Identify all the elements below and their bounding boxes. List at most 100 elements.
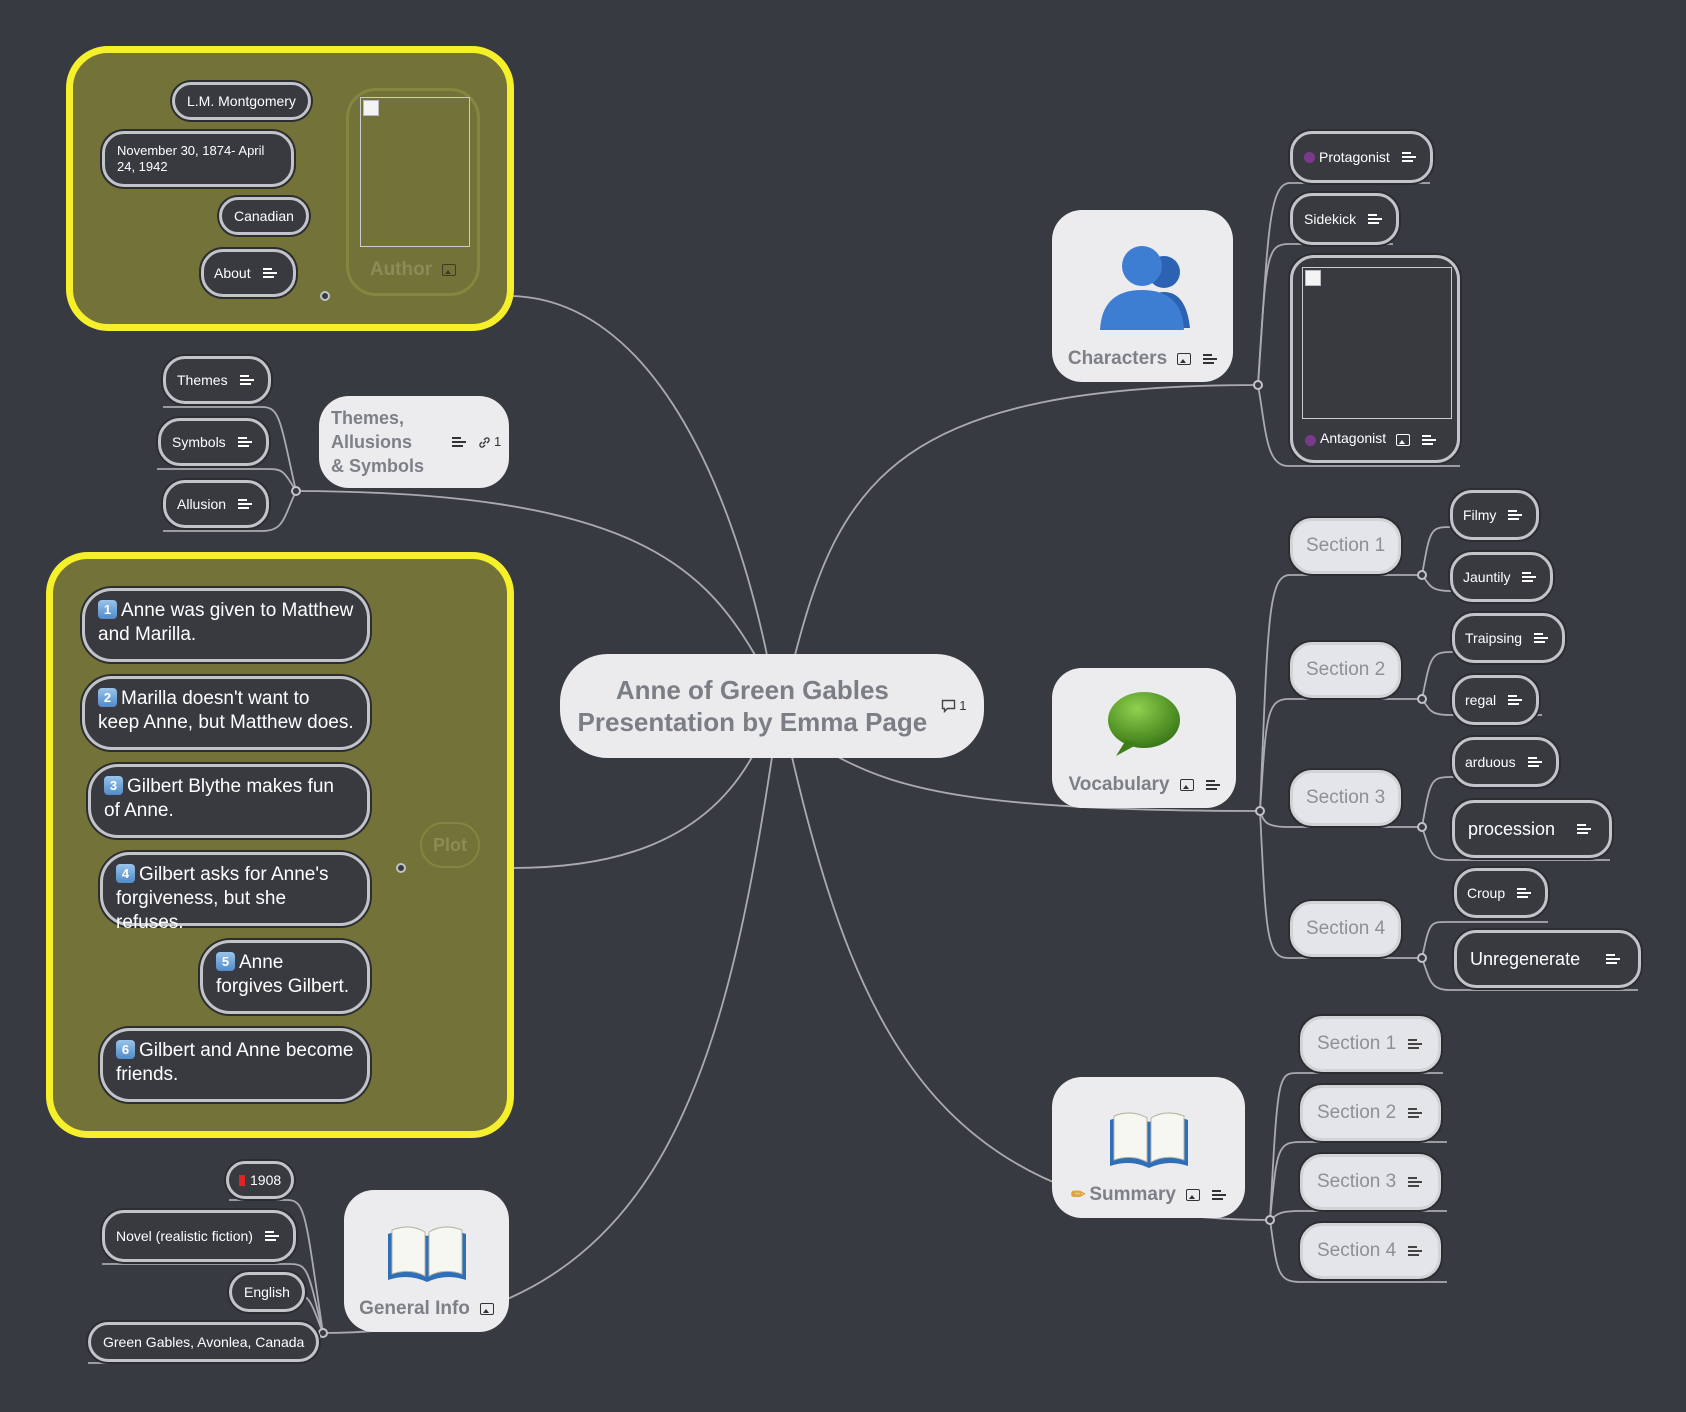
general-info-label: General Info [359, 1298, 470, 1319]
notes-icon[interactable] [1205, 779, 1220, 791]
sidekick[interactable]: Sidekick [1290, 193, 1400, 245]
notes-icon[interactable] [1508, 694, 1523, 706]
notes-icon[interactable] [237, 436, 252, 448]
image-icon[interactable] [1396, 434, 1411, 446]
antagonist[interactable]: Antagonist [1290, 255, 1460, 463]
notes-icon[interactable] [239, 374, 254, 386]
image-icon[interactable] [442, 264, 457, 276]
notes-icon[interactable] [1534, 632, 1549, 644]
vocab-word-unregenerate[interactable]: Unregenerate [1454, 930, 1642, 988]
notes-icon[interactable] [452, 436, 467, 448]
author-nationality[interactable]: Canadian [219, 197, 309, 235]
protagonist[interactable]: Protagonist [1290, 131, 1433, 183]
notes-icon[interactable] [238, 498, 253, 510]
vocab-section-1[interactable]: Section 1 [1290, 518, 1402, 574]
vocab-word-filmy[interactable]: Filmy [1450, 490, 1540, 540]
vocab-word-procession[interactable]: procession [1452, 800, 1613, 858]
language[interactable]: English [229, 1272, 305, 1312]
author-topic[interactable]: Author [346, 88, 480, 296]
protagonist-text: Protagonist [1319, 149, 1390, 165]
vocabulary-topic[interactable]: Vocabulary [1052, 668, 1236, 808]
image-icon[interactable] [1179, 779, 1194, 791]
publication-year[interactable]: 1908 [226, 1161, 295, 1199]
author-name[interactable]: L.M. Montgomery [172, 82, 311, 120]
notes-icon[interactable] [1408, 1176, 1423, 1188]
plot-connector[interactable] [396, 863, 406, 873]
link-icon[interactable]: 1 [478, 430, 501, 454]
themes-item[interactable]: Themes [163, 356, 271, 404]
notes-icon[interactable] [1577, 823, 1592, 835]
notes-icon[interactable] [1522, 571, 1537, 583]
notes-icon[interactable] [1408, 1038, 1423, 1050]
plot-event-text: Gilbert and Anne become friends. [116, 1040, 354, 1085]
characters-connector[interactable] [1253, 380, 1263, 390]
general-info-topic[interactable]: General Info [344, 1190, 509, 1332]
vocab-section-4[interactable]: Section 4 [1290, 901, 1402, 957]
vocab-section3-connector[interactable] [1417, 822, 1427, 832]
open-book-icon [387, 1226, 466, 1282]
symbols-item[interactable]: Symbols [158, 418, 269, 466]
notes-icon[interactable] [1368, 213, 1383, 225]
author-label: Author [369, 259, 433, 280]
vocab-section4-connector[interactable] [1417, 953, 1427, 963]
author-dates[interactable]: November 30, 1874- April 24, 1942 [102, 131, 294, 187]
vocab-word-regal[interactable]: regal [1452, 675, 1540, 725]
notes-icon[interactable] [1508, 509, 1523, 521]
summary-section-1[interactable]: Section 1 [1300, 1016, 1442, 1072]
vocab-word-text: Jauntily [1463, 569, 1511, 585]
notes-icon[interactable] [1408, 1107, 1423, 1119]
summary-section-2[interactable]: Section 2 [1300, 1085, 1442, 1141]
allusion-item[interactable]: Allusion [163, 480, 270, 528]
comment-icon[interactable]: 1 [941, 690, 966, 722]
author-dates-text: November 30, 1874- April 24, 1942 [117, 143, 265, 174]
notes-icon[interactable] [1606, 953, 1621, 965]
vocab-word-arduous[interactable]: arduous [1452, 737, 1559, 787]
notes-icon[interactable] [1527, 756, 1542, 768]
speech-bubble-icon [1108, 692, 1180, 756]
setting[interactable]: Green Gables, Avonlea, Canada [88, 1322, 320, 1362]
general-info-connector[interactable] [318, 1328, 328, 1338]
summary-topic[interactable]: ✏ Summary [1052, 1077, 1245, 1218]
vocab-word-jauntily[interactable]: Jauntily [1450, 552, 1554, 602]
plot-event-text: Gilbert asks for Anne's forgiveness, but… [116, 864, 329, 933]
author-about[interactable]: About [201, 249, 296, 297]
notes-icon[interactable] [1517, 887, 1532, 899]
summary-section-4[interactable]: Section 4 [1300, 1223, 1442, 1279]
image-icon[interactable] [479, 1303, 494, 1315]
plot-topic[interactable]: Plot [420, 822, 480, 868]
central-topic[interactable]: Anne of Green Gables Presentation by Emm… [560, 654, 984, 758]
notes-icon[interactable] [264, 1230, 279, 1242]
summary-section-3[interactable]: Section 3 [1300, 1154, 1442, 1210]
themes-connector[interactable] [291, 486, 301, 496]
vocab-word-croup[interactable]: Croup [1454, 868, 1549, 918]
notes-icon[interactable] [1203, 353, 1218, 365]
notes-icon[interactable] [262, 267, 277, 279]
summary-section-label: Section 4 [1317, 1240, 1397, 1261]
vocabulary-label: Vocabulary [1068, 774, 1170, 795]
summary-section-label: Section 3 [1317, 1171, 1397, 1192]
image-icon[interactable] [1185, 1189, 1200, 1201]
vocab-word-traipsing[interactable]: Traipsing [1452, 613, 1566, 663]
characters-topic[interactable]: Characters [1052, 210, 1233, 382]
author-connector[interactable] [320, 291, 330, 301]
vocabulary-connector[interactable] [1255, 806, 1265, 816]
vocab-section1-connector[interactable] [1417, 570, 1427, 580]
vocab-section-2[interactable]: Section 2 [1290, 642, 1402, 698]
vocab-section-3[interactable]: Section 3 [1290, 770, 1402, 826]
notes-icon[interactable] [1422, 435, 1437, 446]
notes-icon[interactable] [1408, 1245, 1423, 1257]
themes-topic[interactable]: Themes, Allusions & Symbols 1 [319, 396, 509, 488]
genre[interactable]: Novel (realistic fiction) [102, 1210, 296, 1262]
image-icon[interactable] [1177, 353, 1192, 365]
vocab-section2-connector[interactable] [1417, 694, 1427, 704]
notes-icon[interactable] [1211, 1189, 1226, 1201]
notes-icon[interactable] [1401, 151, 1416, 163]
summary-connector[interactable] [1265, 1215, 1275, 1225]
